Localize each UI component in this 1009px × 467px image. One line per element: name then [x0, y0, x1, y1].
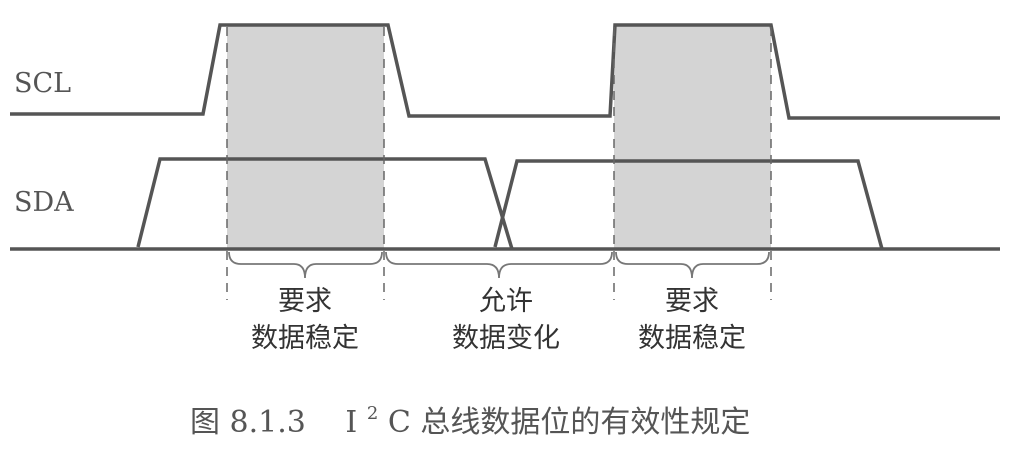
scl-label: SCL: [14, 68, 71, 99]
brace-stable-1: [228, 251, 383, 279]
sda-label: SDA: [14, 187, 74, 218]
caption-figure-number: 图 8.1.3: [190, 405, 306, 440]
scl-waveform: [10, 23, 1000, 120]
caption-superscript: 2: [367, 403, 378, 424]
zone-1-line-1: 要求: [278, 286, 332, 317]
zone-1-line-2: 数据稳定: [251, 323, 359, 354]
brace-stable-2: [615, 251, 770, 279]
brace-change: [385, 251, 613, 279]
zone-3-line-2: 数据稳定: [638, 323, 746, 354]
caption-i: I: [345, 405, 357, 440]
sda-waveform-upper-2: [493, 159, 884, 250]
sda-waveform-upper-1: [136, 157, 514, 250]
figure-caption: 图 8.1.3 I 2 C 总线数据位的有效性规定: [190, 392, 750, 440]
zone-3-line-1: 要求: [665, 286, 719, 317]
zone-2-line-2: 数据变化: [452, 323, 560, 354]
stable-region-2: [614, 25, 771, 250]
zone-2-line-1: 允许: [479, 286, 533, 317]
stable-region-1: [227, 25, 384, 250]
caption-rest: C 总线数据位的有效性规定: [388, 405, 751, 440]
